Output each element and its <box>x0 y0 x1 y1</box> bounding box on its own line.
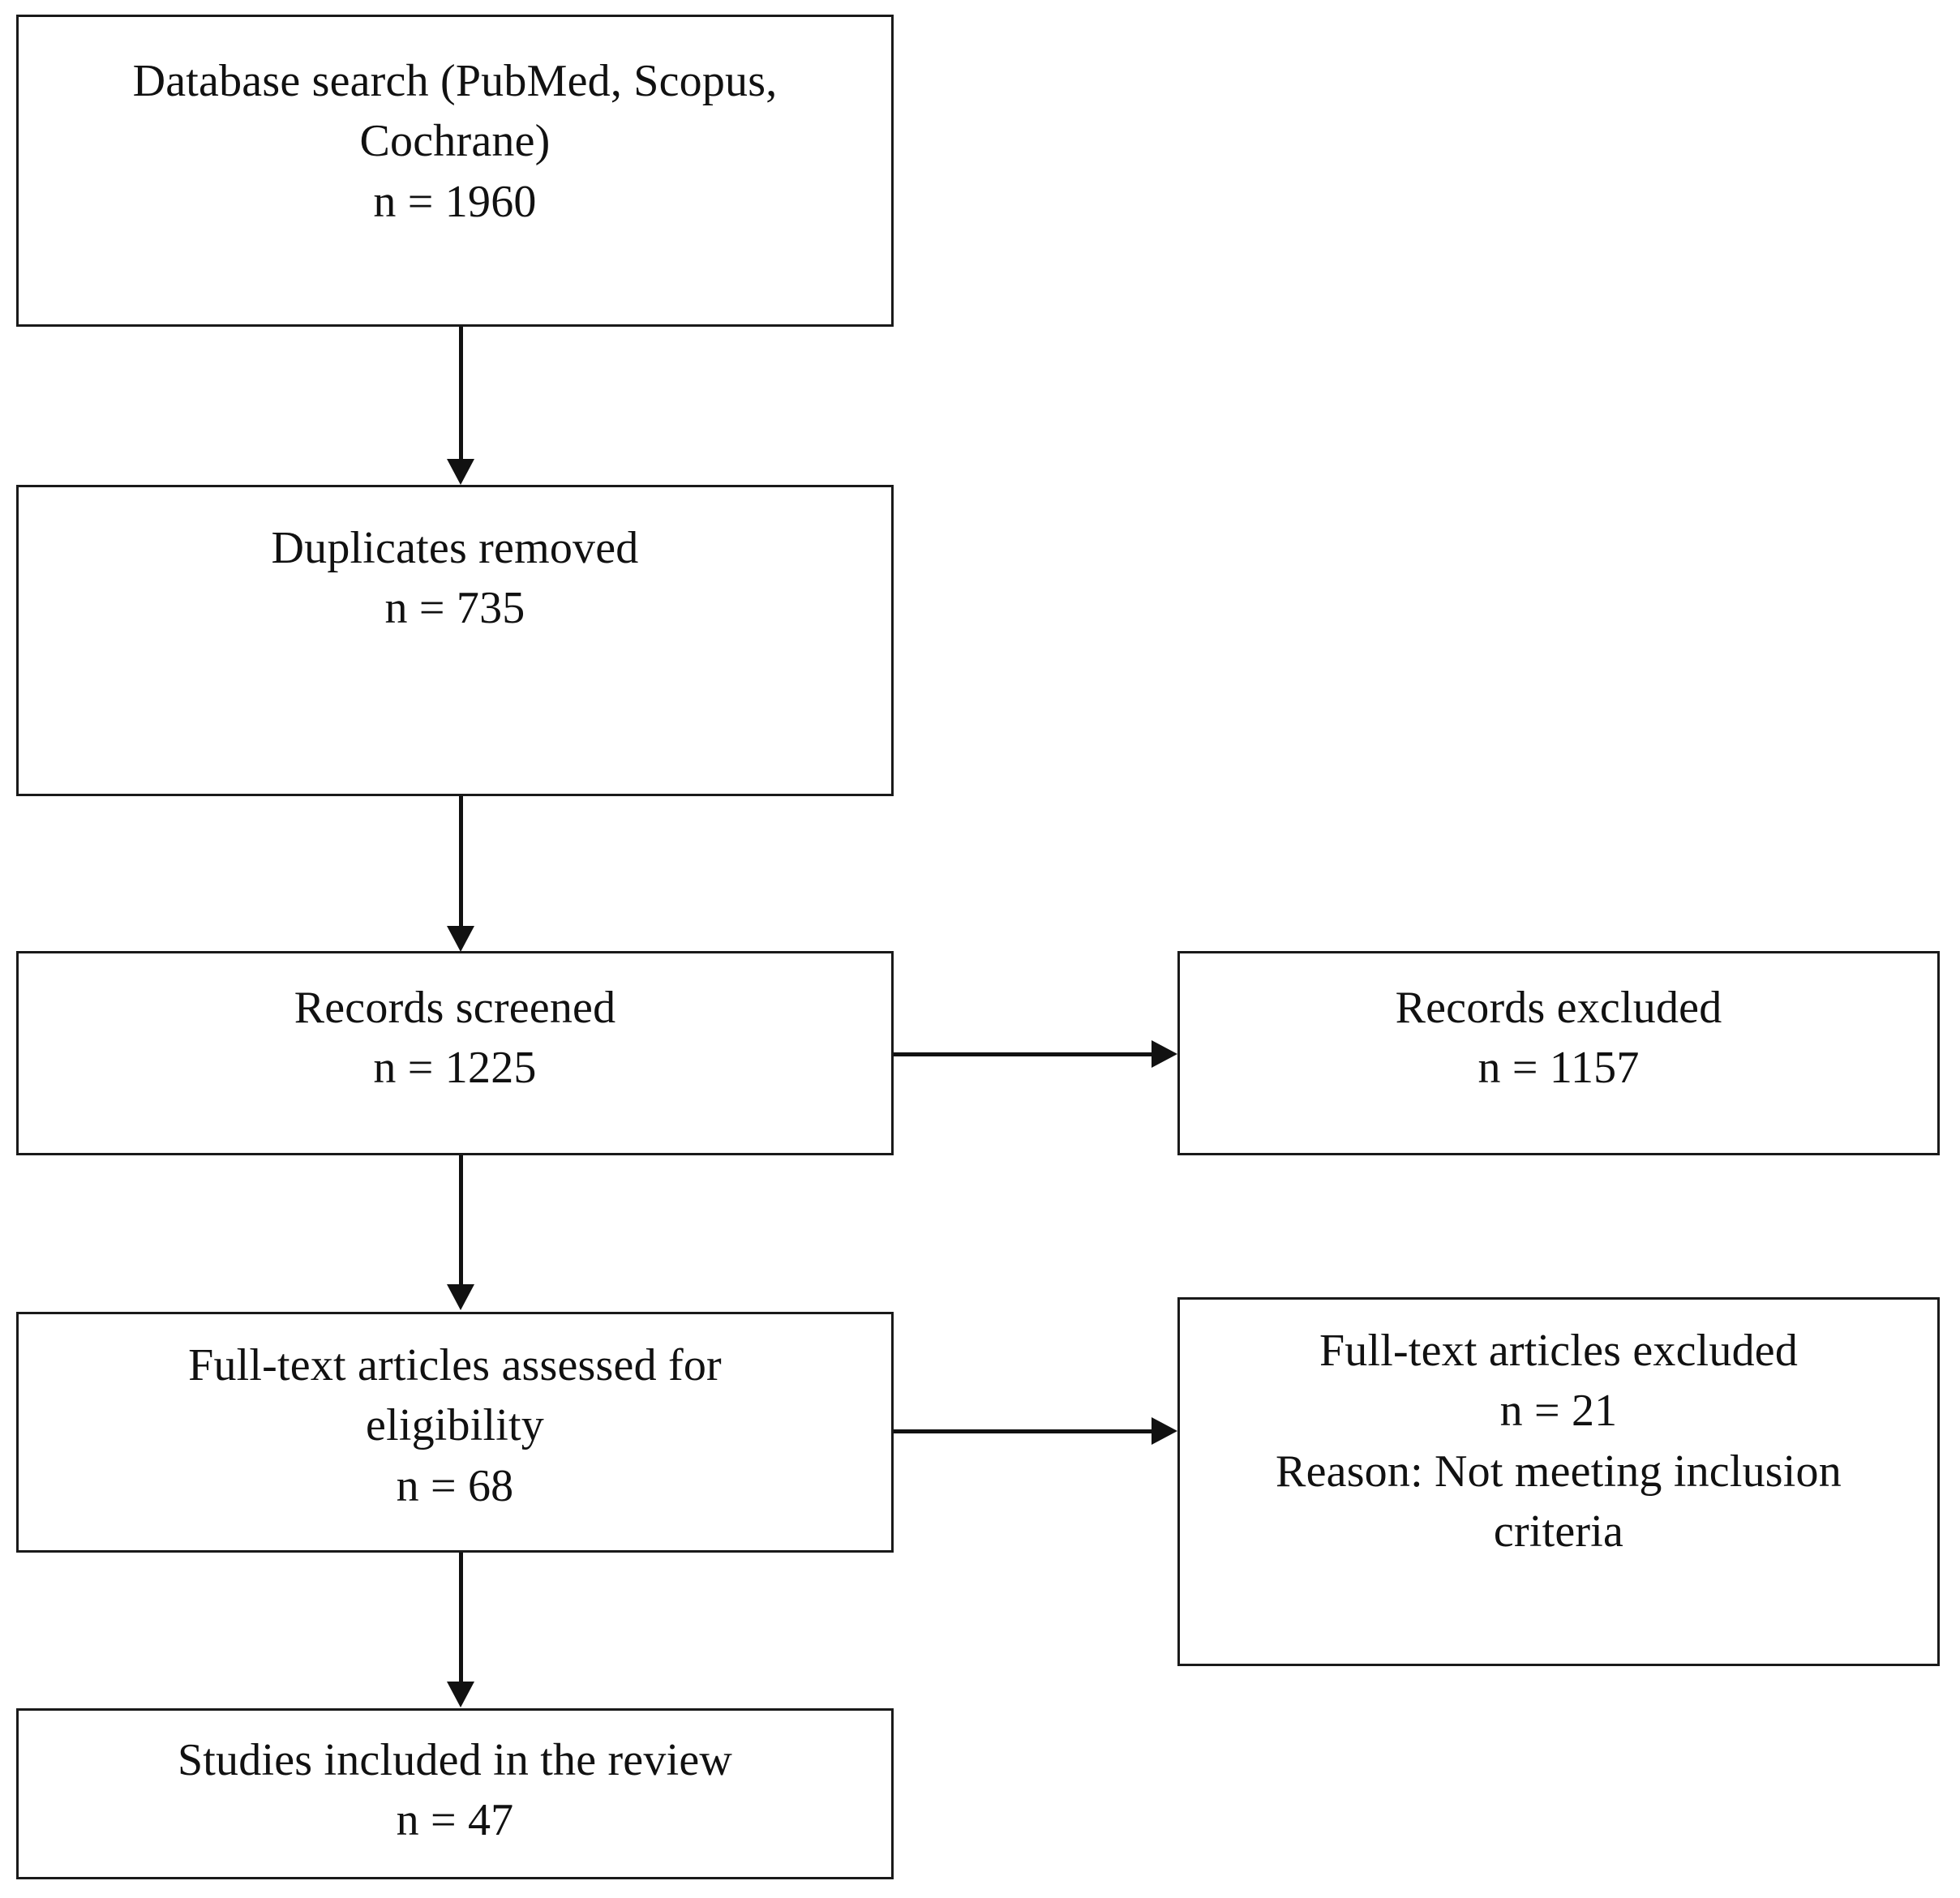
node-records-screened-label: Records screened <box>294 983 616 1033</box>
arrowhead-search-to-duplicates <box>447 459 474 485</box>
connector-fulltext-to-included <box>459 1553 463 1685</box>
arrowhead-screened-to-excluded <box>1152 1040 1177 1068</box>
arrowhead-fulltext-to-excluded <box>1152 1417 1177 1445</box>
node-fulltext-excluded-reason: Reason: Not meeting inclusion criteria <box>1276 1446 1842 1557</box>
connector-duplicates-to-screened <box>459 796 463 930</box>
node-studies-included: Studies included in the review n = 47 <box>16 1708 894 1880</box>
node-fulltext-assessed-count: n = 68 <box>396 1460 514 1511</box>
arrowhead-duplicates-to-screened <box>447 926 474 952</box>
node-fulltext-excluded: Full-text articles excluded n = 21 Reaso… <box>1177 1297 1941 1667</box>
node-fulltext-excluded-label: Full-text articles excluded <box>1319 1326 1799 1376</box>
node-duplicates-removed-label: Duplicates removed <box>271 523 639 573</box>
node-database-search: Database search (PubMed, Scopus, Cochran… <box>16 15 894 328</box>
node-database-search-count: n = 1960 <box>373 176 537 227</box>
node-duplicates-removed: Duplicates removed n = 735 <box>16 485 894 797</box>
node-studies-included-label: Studies included in the review <box>177 1735 733 1785</box>
node-studies-included-count: n = 47 <box>396 1795 514 1846</box>
node-fulltext-assessed: Full-text articles assessed for eligibil… <box>16 1312 894 1553</box>
connector-screened-to-excluded <box>894 1052 1155 1056</box>
node-records-excluded-label: Records excluded <box>1395 983 1722 1033</box>
connector-fulltext-to-excluded <box>894 1429 1155 1433</box>
node-fulltext-assessed-label: Full-text articles assessed for eligibil… <box>188 1340 722 1451</box>
node-database-search-label: Database search (PubMed, Scopus, Cochran… <box>132 56 778 167</box>
connector-search-to-duplicates <box>459 327 463 463</box>
arrowhead-screened-to-fulltext <box>447 1284 474 1310</box>
node-records-screened-count: n = 1225 <box>373 1043 537 1094</box>
arrowhead-fulltext-to-included <box>447 1682 474 1707</box>
node-records-screened: Records screened n = 1225 <box>16 951 894 1156</box>
connector-screened-to-fulltext <box>459 1155 463 1287</box>
node-records-excluded: Records excluded n = 1157 <box>1177 951 1941 1156</box>
node-fulltext-excluded-count: n = 21 <box>1499 1386 1618 1437</box>
node-duplicates-removed-count: n = 735 <box>384 583 525 634</box>
node-records-excluded-count: n = 1157 <box>1478 1043 1640 1094</box>
